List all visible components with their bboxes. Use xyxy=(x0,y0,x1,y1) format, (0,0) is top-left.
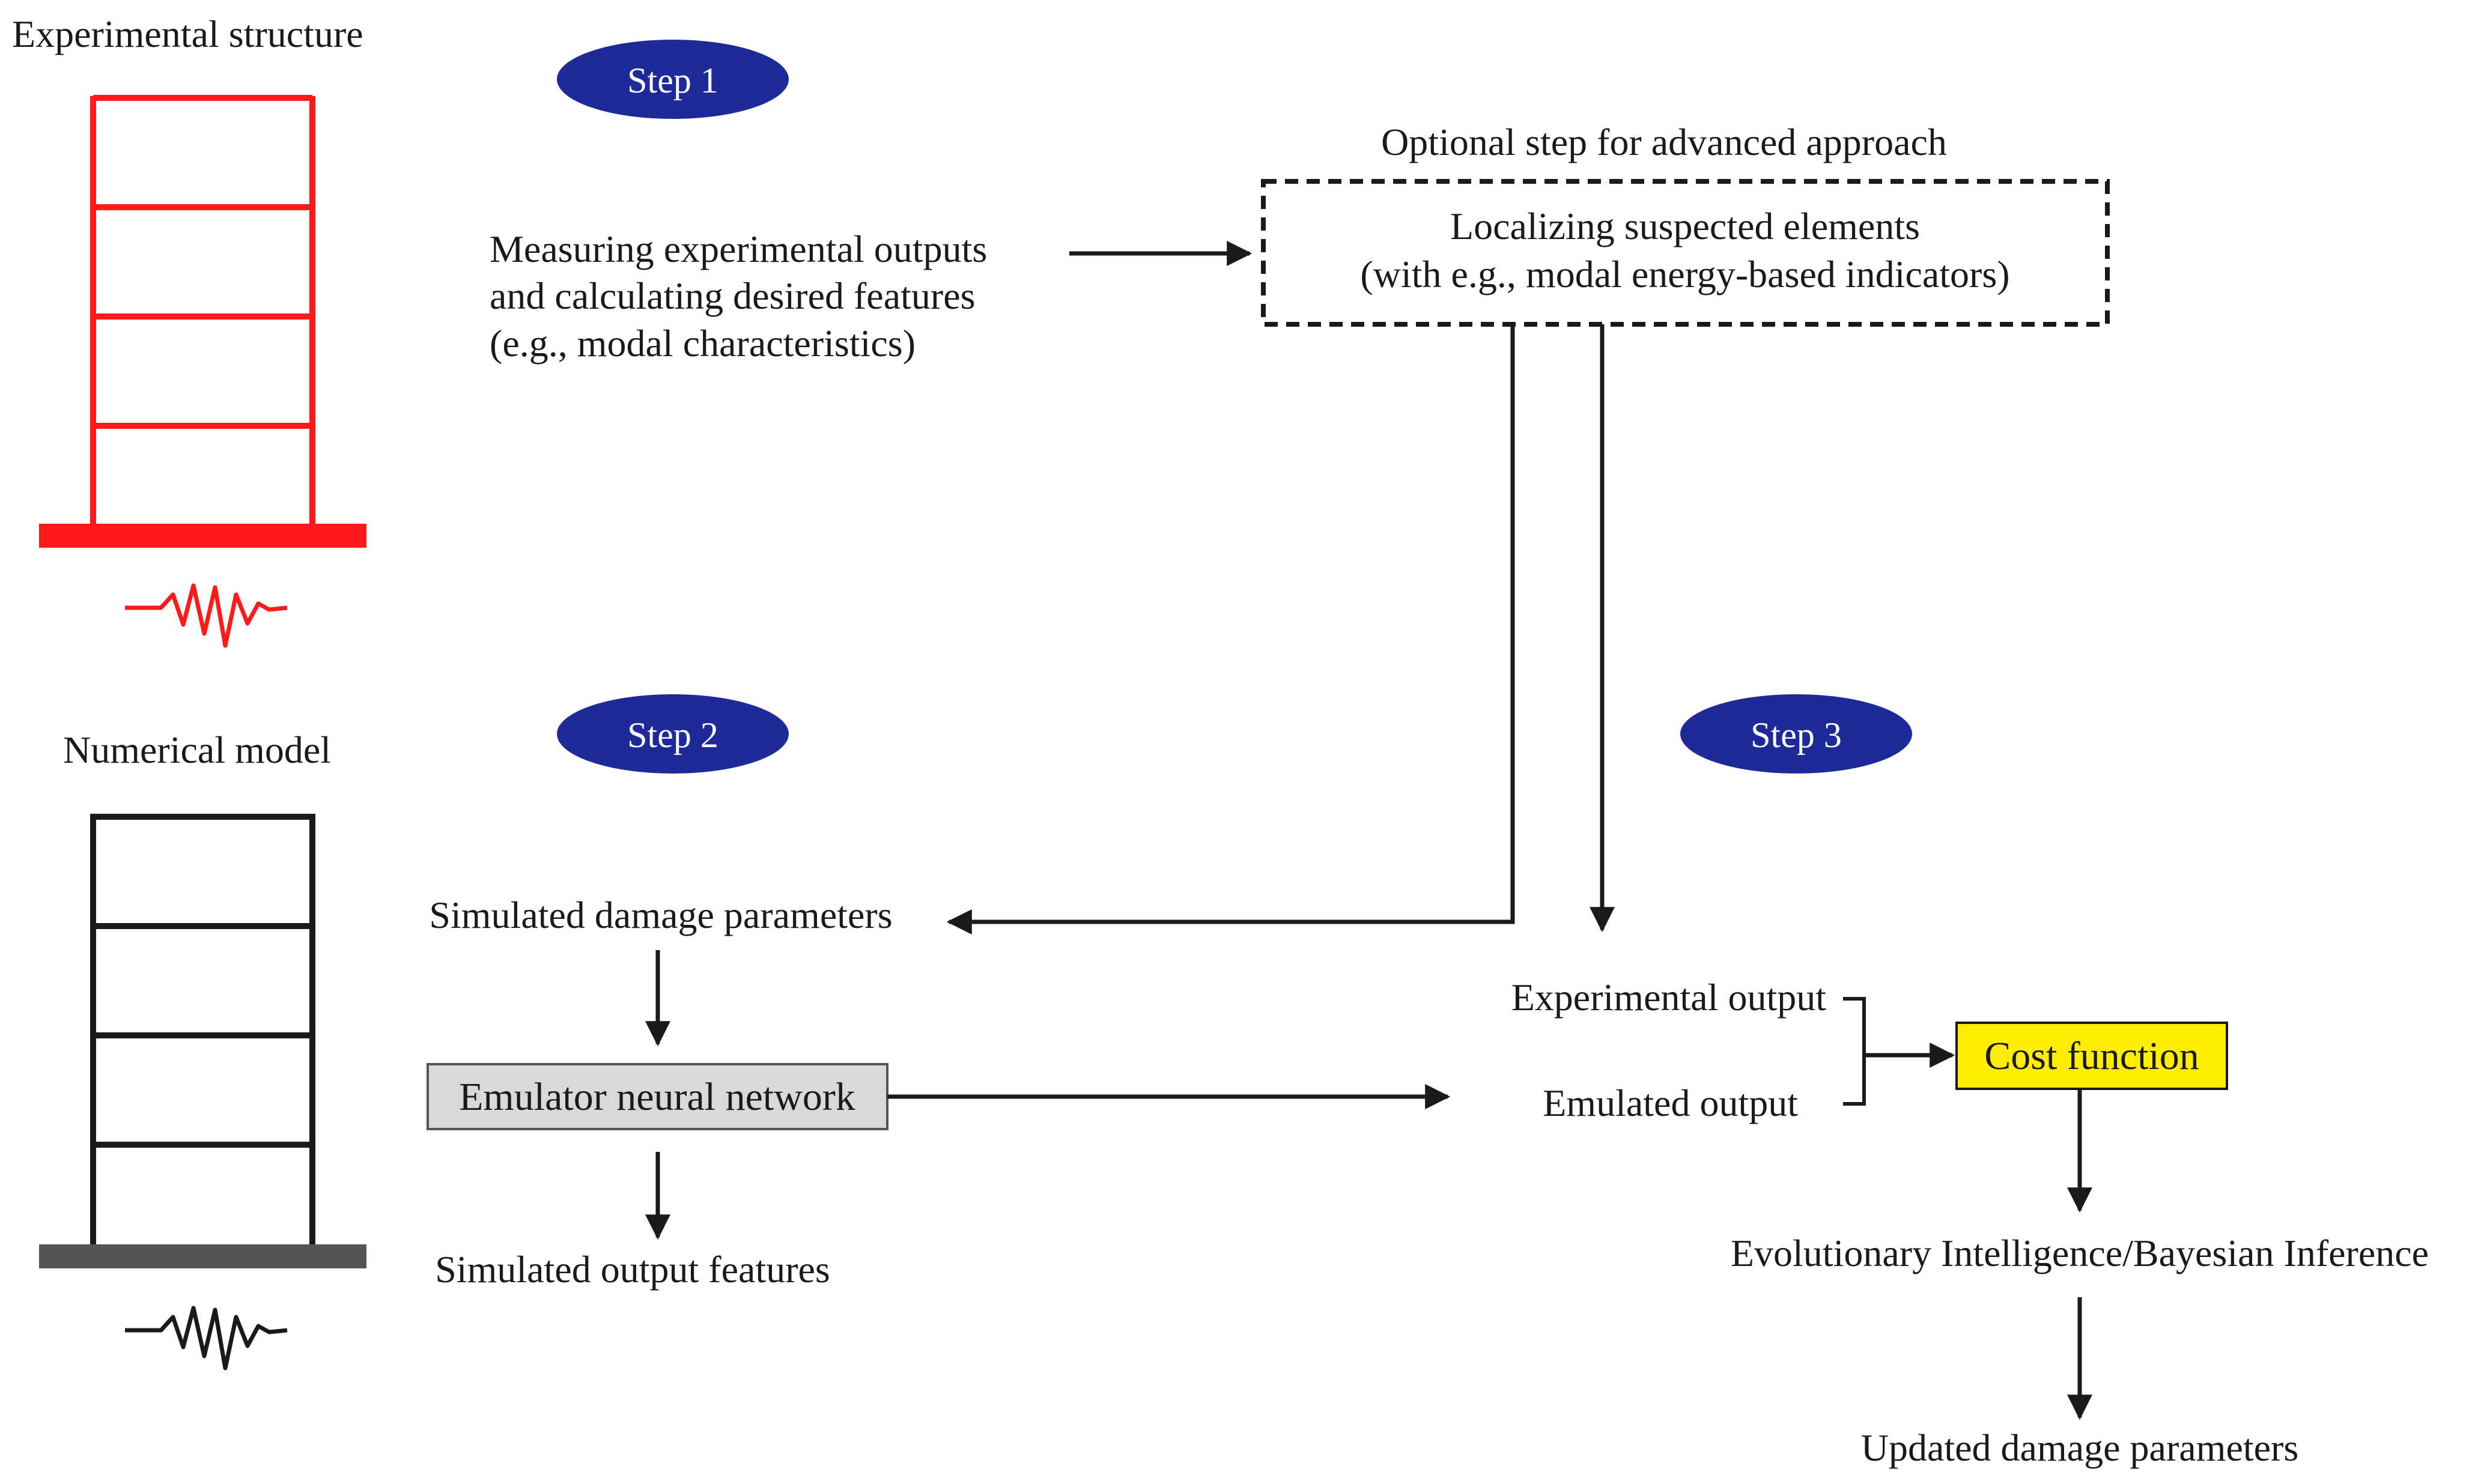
arrow-localize-to-damage-params xyxy=(946,324,1515,934)
cost-function-box xyxy=(1955,1022,2228,1090)
experimental-excitation-icon xyxy=(125,583,288,648)
numerical-frame-icon xyxy=(90,814,315,1246)
step3-badge: Step 3 xyxy=(1680,694,1912,774)
inference-method: Evolutionary Intelligence/Bayesian Infer… xyxy=(1731,1232,2429,1274)
optional-step-caption: Optional step for advanced approach xyxy=(1381,121,1947,163)
emulator-label: Emulator neural network xyxy=(459,1075,855,1119)
numerical-model-title: Numerical model xyxy=(63,728,331,771)
step1-label: Step 1 xyxy=(627,61,718,100)
measuring-line-3: (e.g., modal characteristics) xyxy=(490,322,916,365)
localizing-box xyxy=(1261,179,2110,327)
simulated-damage-parameters: Simulated damage parameters xyxy=(429,894,892,936)
numerical-excitation-icon xyxy=(125,1306,288,1370)
localizing-line-2: (with e.g., modal energy-based indicator… xyxy=(1360,253,2009,295)
localizing-line-1: Localizing suspected elements xyxy=(1450,205,1920,247)
measuring-line-2: and calculating desired features xyxy=(490,274,976,317)
step2-label: Step 2 xyxy=(627,715,718,755)
experimental-structure-title: Experimental structure xyxy=(12,13,363,55)
experimental-base xyxy=(39,524,366,548)
step2-badge: Step 2 xyxy=(557,694,789,774)
simulated-output-features: Simulated output features xyxy=(435,1248,830,1291)
updated-damage-parameters: Updated damage parameters xyxy=(1861,1426,2299,1469)
emulator-box xyxy=(427,1063,888,1130)
numerical-base xyxy=(39,1244,366,1268)
experimental-output: Experimental output xyxy=(1511,976,1827,1019)
step1-badge: Step 1 xyxy=(557,40,789,119)
experimental-frame-icon xyxy=(90,95,315,528)
emulated-output: Emulated output xyxy=(1543,1082,1798,1124)
measuring-description: Measuring experimental outputs and calcu… xyxy=(490,228,987,365)
cost-function-label: Cost function xyxy=(1984,1034,2199,1078)
measuring-line-1: Measuring experimental outputs xyxy=(490,228,987,270)
bracket-outputs xyxy=(1843,997,1866,1106)
step3-label: Step 3 xyxy=(1751,715,1842,755)
